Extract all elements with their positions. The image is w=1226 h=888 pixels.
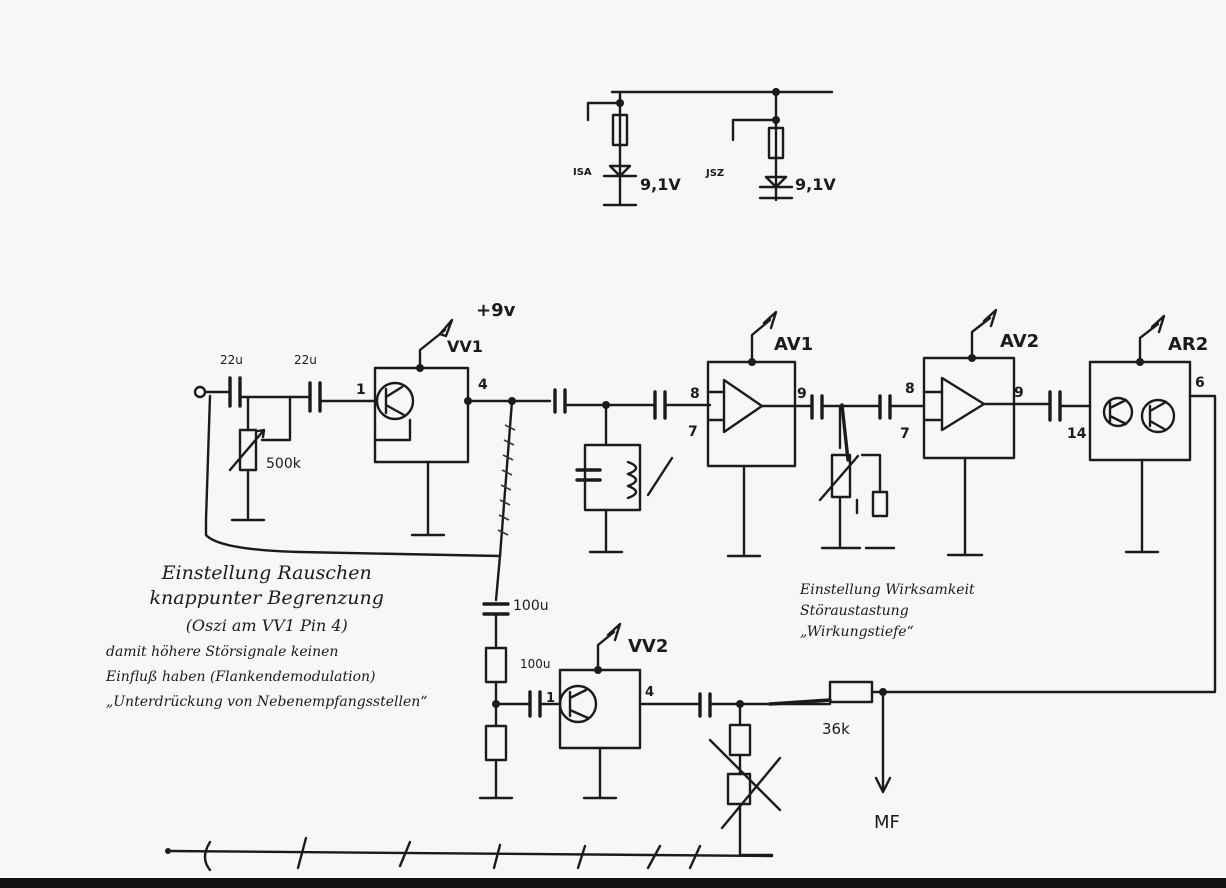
label-c-100u-a: 100u: [513, 598, 549, 614]
zener-reference-section: [586, 88, 834, 207]
label-mf: MF: [874, 812, 900, 833]
pin-vv2-in: 1: [546, 691, 555, 706]
label-ar2: AR2: [1168, 334, 1208, 355]
ar2-block: [881, 314, 1217, 694]
vv2-section: [478, 602, 892, 857]
label-av1: AV1: [774, 334, 813, 355]
label-c-100u-b: 100u: [520, 657, 551, 671]
scan-edge: [0, 878, 1226, 888]
label-vv1: VV1: [447, 337, 483, 356]
noise-blanker-section: [793, 394, 926, 550]
note-noise-line-6: „Unterdrückung von Nebenempfangsstellen“: [106, 694, 428, 710]
label-zener-right-ref: JSZ: [705, 168, 724, 179]
pin-av2-out: 9: [1014, 385, 1024, 401]
av2-block: [922, 308, 1092, 557]
note-noise-setting: Einstellung Rauschen knappunter Begrenzu…: [106, 564, 427, 720]
pin-av1-in-b: 7: [688, 424, 698, 440]
note-noise-line-3: (Oszi am VV1 Pin 4): [185, 616, 348, 635]
bottom-wire: [165, 836, 774, 872]
label-vv2: VV2: [628, 636, 668, 657]
note-effect-line-2: Störaustastung: [800, 603, 909, 619]
note-effect-line-1: Einstellung Wirksamkeit: [800, 582, 975, 598]
vv1-block: [373, 318, 514, 537]
av1-block: [706, 310, 797, 558]
note-effectiveness-setting: Einstellung Wirksamkeit Störaustastung „…: [800, 583, 975, 646]
label-pot-500k: 500k: [266, 456, 302, 472]
pin-ar2-out: 6: [1195, 375, 1205, 391]
shielded-line: [494, 397, 516, 602]
label-av2: AV2: [1000, 331, 1039, 352]
label-zener-left-v: 9,1V: [640, 175, 681, 194]
note-effect-line-3: „Wirkungstiefe“: [800, 624, 914, 640]
pin-av2-in-a: 8: [905, 381, 915, 397]
label-c2: 22u: [294, 353, 317, 367]
pin-av1-out: 9: [797, 386, 807, 402]
pin-av2-in-b: 7: [900, 426, 910, 442]
pin-vv2-out: 4: [645, 685, 654, 700]
label-r-36k: 36k: [822, 720, 850, 738]
note-noise-line-1: Einstellung Rauschen: [161, 562, 372, 584]
note-noise-line-4: damit höhere Störsignale keinen: [106, 644, 339, 660]
label-zener-right-v: 9,1V: [795, 175, 836, 194]
input-stage: [193, 376, 502, 558]
pin-vv1-out: 4: [478, 377, 488, 393]
label-supply: +9v: [476, 300, 516, 321]
label-zener-left-ref: ISA: [573, 167, 592, 178]
note-noise-line-2: knappunter Begrenzung: [149, 587, 384, 609]
pin-av1-in-a: 8: [690, 386, 700, 402]
pin-ar2-in: 14: [1067, 426, 1087, 442]
lc-tank: [510, 388, 712, 554]
label-c1: 22u: [220, 353, 243, 367]
pin-vv1-in: 1: [356, 382, 366, 398]
note-noise-line-5: Einfluß haben (Flankendemodulation): [106, 669, 376, 685]
